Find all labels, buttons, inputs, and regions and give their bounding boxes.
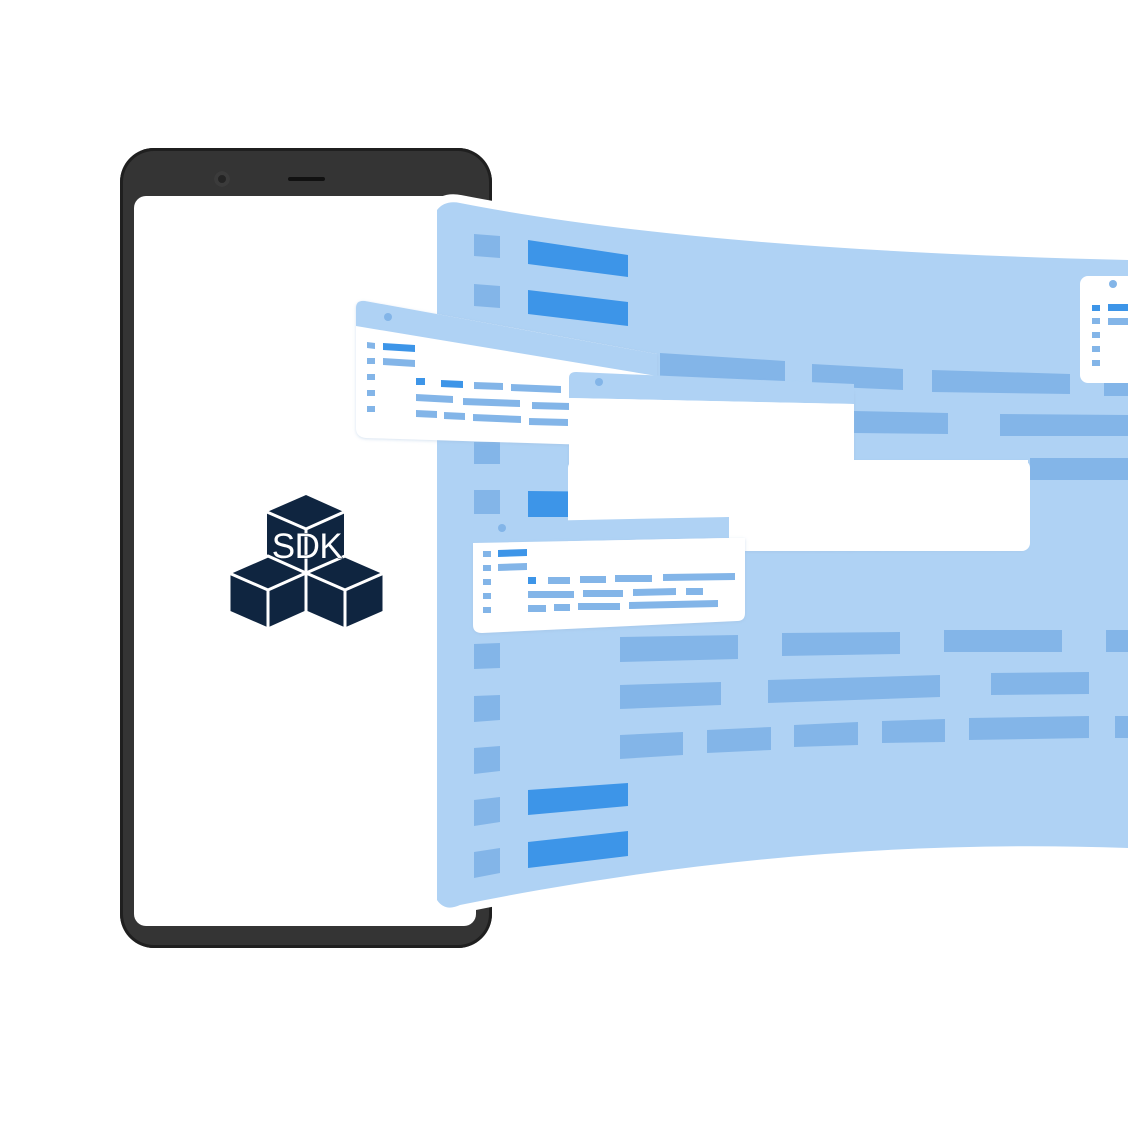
tree-bullet (367, 342, 375, 349)
mini-window-bullet (1092, 346, 1100, 352)
table-cells (620, 353, 1128, 759)
table-cell (660, 353, 785, 382)
list-icon (474, 746, 500, 774)
code-dash (580, 576, 606, 583)
highlight-bar (528, 783, 628, 815)
table-cell (944, 630, 1062, 652)
tree-bullet (483, 607, 491, 613)
tree-line (383, 343, 415, 352)
code-dash (663, 573, 735, 581)
window-dot-icon (498, 524, 506, 532)
code-dash (416, 394, 453, 403)
table-cell (991, 672, 1089, 695)
tree-bullet (367, 406, 375, 412)
code-dash (441, 380, 463, 388)
mini-window-dot-icon (1109, 280, 1117, 288)
code-dash (686, 588, 703, 595)
code-dash (528, 605, 546, 612)
mini-window-line (1108, 318, 1128, 325)
code-dash (615, 575, 652, 582)
sdk-logo: SDK (227, 495, 386, 631)
table-cell (768, 675, 940, 703)
list-icon (474, 643, 500, 669)
table-cell (620, 635, 738, 662)
camera-icon (214, 171, 230, 187)
list-icon (474, 848, 500, 878)
table-cell (782, 632, 900, 656)
tree-line (498, 549, 527, 557)
table-cell (932, 370, 1070, 394)
highlight-bar (528, 831, 628, 868)
mini-window-bullet (1092, 360, 1100, 366)
tree-bullet (483, 565, 491, 571)
code-dash (578, 603, 620, 610)
tree-bullet (367, 390, 375, 396)
mini-window-bullet (1092, 318, 1100, 324)
list-icon (474, 284, 500, 308)
list-icon (474, 797, 500, 826)
tree-line (498, 563, 527, 571)
list-icon (474, 442, 500, 464)
mini-window-frame (1080, 276, 1128, 383)
list-icon (474, 490, 500, 514)
table-cell (1030, 458, 1128, 480)
highlight-bar (528, 290, 628, 326)
table-cell (707, 727, 771, 753)
code-dash (583, 590, 623, 597)
tree-bullet (367, 374, 375, 380)
code-dash (532, 402, 570, 410)
tree-bullet (483, 551, 491, 557)
table-cell (1115, 716, 1128, 738)
table-cell (620, 682, 721, 709)
window-titlebar (356, 300, 657, 376)
top-right-mini-window (1080, 276, 1128, 383)
code-dash (528, 591, 574, 598)
code-dash (633, 588, 676, 596)
tree-line (383, 358, 415, 367)
code-dash (473, 414, 521, 423)
list-icon (474, 695, 500, 722)
bottom-left-floating-window (473, 517, 745, 633)
code-dash (629, 600, 718, 609)
tree-bullet (483, 579, 491, 585)
code-dash (511, 384, 561, 393)
speaker-icon (288, 177, 325, 181)
code-dash (444, 412, 465, 420)
code-dash (416, 378, 425, 385)
code-dash (463, 398, 520, 407)
table-cell (882, 719, 945, 743)
window-dot-icon (595, 378, 603, 386)
table-cell (969, 716, 1089, 740)
middle-connector-window (569, 372, 854, 488)
window-dot-icon (384, 313, 392, 321)
tree-bullet (367, 358, 375, 364)
sdk-label: SDK (272, 527, 343, 566)
list-icon (474, 234, 500, 258)
table-cell (794, 722, 858, 747)
window-titlebar (473, 517, 729, 543)
mini-window-line (1108, 304, 1128, 311)
code-dash (416, 410, 437, 418)
table-cell (854, 411, 948, 434)
highlighted-rows (528, 240, 628, 868)
window-body (569, 398, 854, 488)
code-dash (529, 418, 568, 426)
code-dash (528, 577, 536, 584)
mini-window-bullet (1092, 332, 1100, 338)
window-titlebar (569, 372, 854, 404)
table-cell (1000, 414, 1128, 436)
sdk-cubes-icon (227, 495, 386, 631)
code-dash (474, 382, 503, 390)
table-cell (620, 732, 683, 759)
code-dash (554, 604, 570, 611)
tree-bullet (483, 593, 491, 599)
table-cell (1106, 630, 1128, 652)
code-dash (548, 577, 570, 584)
mini-window-bullet (1092, 305, 1100, 311)
highlight-bar (528, 240, 628, 277)
